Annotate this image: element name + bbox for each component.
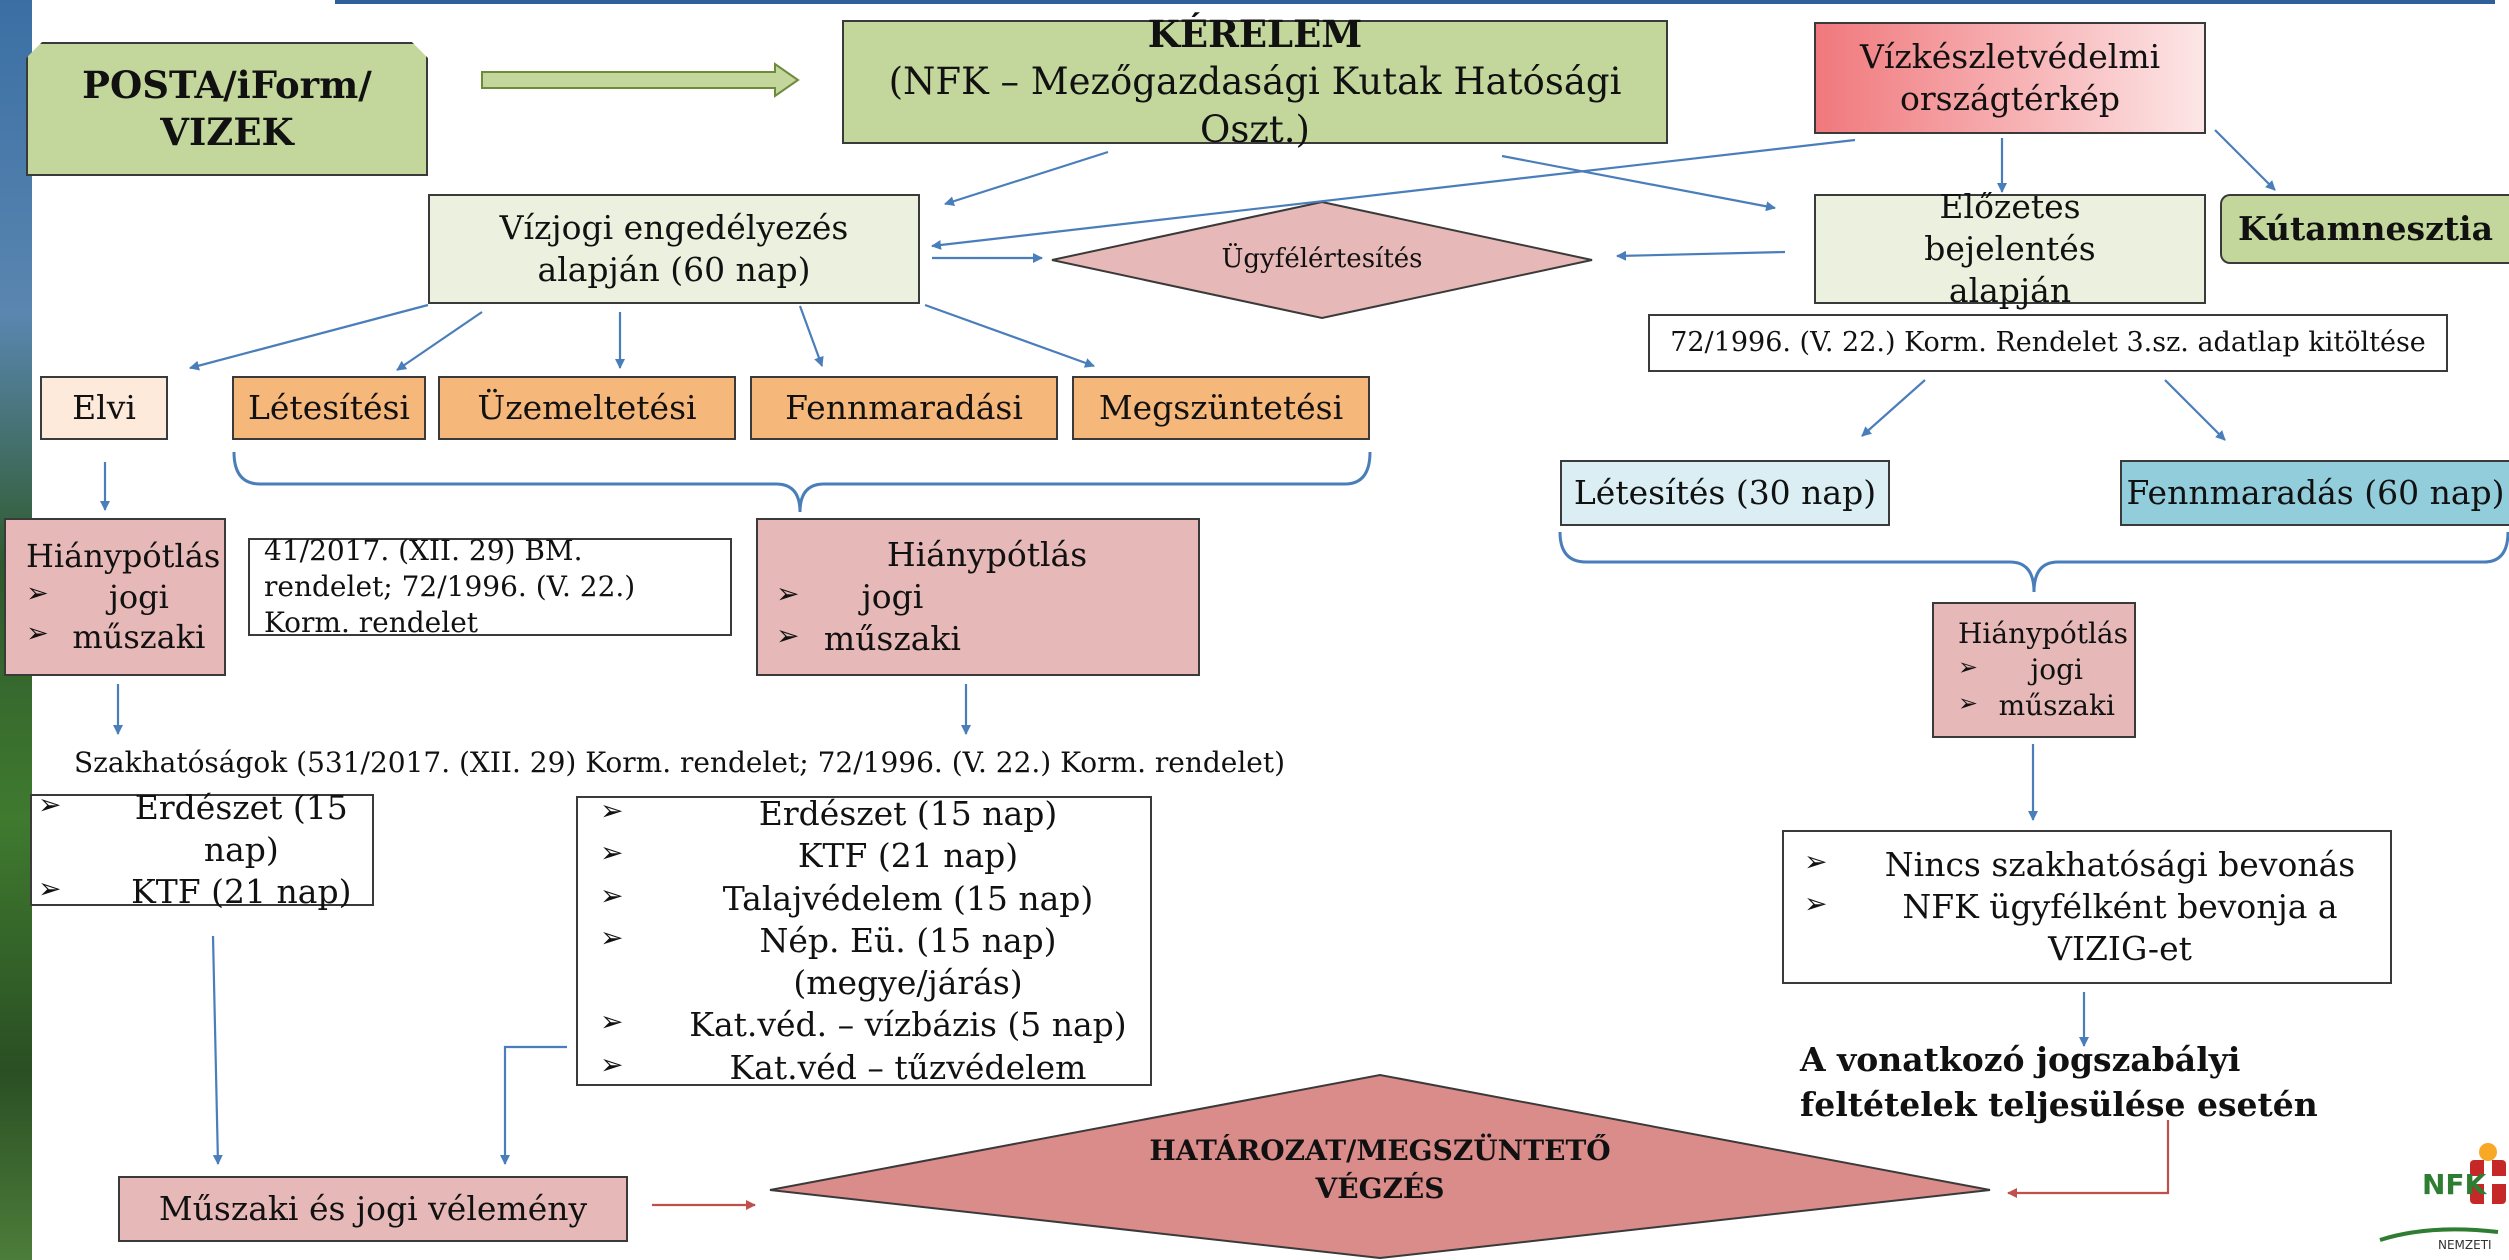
hiany-right-item: jogi bbox=[1958, 652, 2115, 688]
arrow-kerelem-vizjogi bbox=[944, 150, 1109, 207]
letesites30-box: Létesítés (30 nap) bbox=[1560, 460, 1890, 526]
rendelet-note-box: 41/2017. (XII. 29) BM. rendelet; 72/1996… bbox=[248, 534, 732, 639]
arrow-vizkeszlet-vizjogi bbox=[931, 138, 1856, 250]
arrow-elozetes-ugyfel bbox=[1616, 250, 1786, 261]
arrow-vizkeszlet-kutamnesztia bbox=[2214, 129, 2276, 191]
szak-right-box: Nincs szakhatósági bevonás NFK ügyfélkén… bbox=[1782, 830, 2392, 984]
arrow-vizjogi-elvi bbox=[189, 303, 429, 371]
hiany-right-list: jogi műszaki bbox=[1958, 652, 2115, 724]
arrow-vizjogi-letesitesi bbox=[396, 311, 483, 371]
letesitesi-label: Létesítési bbox=[247, 387, 410, 427]
szak-mid-item: Kat.véd – tűzvédelem bbox=[600, 1047, 1150, 1089]
hatarozat-label: HATÁROZAT/MEGSZÜNTETŐ VÉGZÉS bbox=[1149, 1134, 1611, 1205]
arrow-feltetelek-hatarozat bbox=[2007, 1120, 2170, 1198]
arrow-szak-mid-muszaki bbox=[500, 1045, 567, 1165]
kerelem-box: KÉRELEM (NFK – Mezőgazdasági Kutak Hatós… bbox=[842, 12, 1668, 151]
szak-right-item: NFK ügyfélként bevonja a VIZIG-et bbox=[1804, 886, 2370, 970]
hiany-mid-item: jogi bbox=[776, 576, 961, 618]
hiany-left-box: Hiánypótlás jogi műszaki bbox=[4, 518, 226, 676]
arrow-adatlap-letesites bbox=[1861, 379, 1926, 437]
arrow-vizjogi-megszuntetesi bbox=[924, 303, 1095, 368]
rendelet-note-label: 41/2017. (XII. 29) BM. rendelet; 72/1996… bbox=[264, 534, 636, 639]
megszuntetesi-box: Megszüntetési bbox=[1072, 376, 1370, 440]
hiany-right-title: Hiánypótlás bbox=[1958, 617, 2128, 651]
elvi-box: Elvi bbox=[40, 376, 168, 440]
szak-mid-item: Kat.véd. – vízbázis (5 nap) bbox=[600, 1004, 1150, 1046]
uzemeltetesi-box: Üzemeltetési bbox=[438, 376, 736, 440]
posta-label: POSTA/iForm/ VIZEK bbox=[82, 62, 372, 154]
adatlap-label: 72/1996. (V. 22.) Korm. Rendelet 3.sz. a… bbox=[1670, 326, 2426, 358]
vizjogi-box: Vízjogi engedélyezés alapján (60 nap) bbox=[428, 194, 920, 304]
fennmaradas60-box: Fennmaradás (60 nap) bbox=[2120, 460, 2509, 526]
fennmaradasi-box: Fennmaradási bbox=[750, 376, 1058, 440]
megszuntetesi-label: Megszüntetési bbox=[1098, 387, 1344, 427]
szak-mid-item: Nép. Eü. (15 nap) (megye/járás) bbox=[600, 920, 1150, 1004]
nfk-logo-text: NFK bbox=[2422, 1168, 2487, 1201]
szak-mid-item: KTF (21 nap) bbox=[600, 835, 1150, 877]
adatlap-box: 72/1996. (V. 22.) Korm. Rendelet 3.sz. a… bbox=[1648, 314, 2448, 372]
vizjogi-label: Vízjogi engedélyezés alapján (60 nap) bbox=[499, 207, 849, 289]
posta-arrow-shape bbox=[481, 62, 800, 98]
hiany-right-box: Hiánypótlás jogi műszaki bbox=[1932, 602, 2136, 738]
left-brace bbox=[232, 451, 1372, 513]
szak-left-box: Erdészet (15 nap) KTF (21 nap) bbox=[30, 787, 374, 911]
elozetes-box: Előzetes bejelentés alapján bbox=[1814, 187, 2206, 310]
hiany-left-item: jogi bbox=[26, 577, 205, 618]
nfk-logo-subtext: NEMZETI bbox=[2438, 1238, 2492, 1252]
szak-left-item: KTF (21 nap) bbox=[38, 871, 372, 913]
szak-right-list: Nincs szakhatósági bevonás NFK ügyfélkén… bbox=[1804, 844, 2370, 971]
feltetelek-label: A vonatkozó jogszabályi feltételek telje… bbox=[1800, 1040, 2318, 1124]
elozetes-label: Előzetes bejelentés alapján bbox=[1924, 186, 2096, 311]
kerelem-title: KÉRELEM bbox=[1147, 11, 1363, 56]
szak-mid-list: Erdészet (15 nap) KTF (21 nap) Talajvéde… bbox=[600, 793, 1150, 1089]
szak-left-item: Erdészet (15 nap) bbox=[38, 787, 372, 871]
nfk-logo: NFK NEMZETI bbox=[2370, 1136, 2509, 1260]
szakhatosagok-line: Szakhatóságok (531/2017. (XII. 29) Korm.… bbox=[74, 746, 1286, 779]
nfk-emblem-icon bbox=[2379, 1143, 2506, 1242]
kerelem-subtitle: (NFK – Mezőgazdasági Kutak Hatósági Oszt… bbox=[888, 60, 1622, 151]
hiany-left-title: Hiánypótlás bbox=[26, 536, 221, 575]
hiany-mid-list: jogi műszaki bbox=[776, 576, 961, 660]
szak-left-list: Erdészet (15 nap) KTF (21 nap) bbox=[38, 787, 372, 914]
szak-mid-item: Erdészet (15 nap) bbox=[600, 793, 1150, 835]
uzemeltetesi-label: Üzemeltetési bbox=[477, 387, 697, 427]
fennmaradasi-label: Fennmaradási bbox=[785, 387, 1023, 427]
szak-right-item: Nincs szakhatósági bevonás bbox=[1804, 844, 2370, 886]
fennmaradas60-label: Fennmaradás (60 nap) bbox=[2126, 472, 2505, 512]
kutamnesztia-box: Kútamnesztia bbox=[2220, 194, 2509, 264]
kutamnesztia-label: Kútamnesztia bbox=[2238, 208, 2493, 248]
muszaki-jogi-label: Műszaki és jogi vélemény bbox=[158, 1188, 588, 1228]
hiany-mid-item: műszaki bbox=[776, 618, 961, 660]
muszaki-jogi-box: Műszaki és jogi vélemény bbox=[118, 1176, 628, 1242]
letesites30-label: Létesítés (30 nap) bbox=[1573, 472, 1877, 512]
arrow-szak-left-muszaki bbox=[211, 935, 223, 1165]
posta-box: POSTA/iForm/ VIZEK bbox=[26, 42, 428, 176]
arrow-kerelem-elozetes bbox=[1501, 154, 1776, 212]
hiany-left-list: jogi műszaki bbox=[26, 577, 205, 659]
hiany-right-item: műszaki bbox=[1958, 688, 2115, 724]
hatarozat-diamond bbox=[769, 1073, 1991, 1260]
arrow-adatlap-fennmaradas bbox=[2164, 379, 2226, 441]
vizkeszlet-label: Vízkészletvédelmi országtérkép bbox=[1860, 36, 2161, 118]
vizkeszlet-box: Vízkészletvédelmi országtérkép bbox=[1814, 22, 2206, 134]
ugyfel-diamond bbox=[1051, 200, 1593, 320]
hiany-mid-box: Hiánypótlás jogi műszaki bbox=[756, 518, 1200, 676]
hiany-left-item: műszaki bbox=[26, 617, 205, 658]
szak-mid-item: Talajvédelem (15 nap) bbox=[600, 878, 1150, 920]
ugyfel-label: Ügyfélértesítés bbox=[1221, 244, 1423, 274]
szak-mid-box: Erdészet (15 nap) KTF (21 nap) Talajvéde… bbox=[576, 793, 1152, 1089]
arrow-vizjogi-fennmaradasi bbox=[798, 305, 824, 367]
right-brace bbox=[1558, 531, 2509, 593]
letesitesi-box: Létesítési bbox=[232, 376, 426, 440]
top-border-line bbox=[335, 0, 2495, 4]
elvi-label: Elvi bbox=[72, 387, 136, 427]
hiany-mid-title: Hiánypótlás bbox=[886, 534, 1088, 574]
